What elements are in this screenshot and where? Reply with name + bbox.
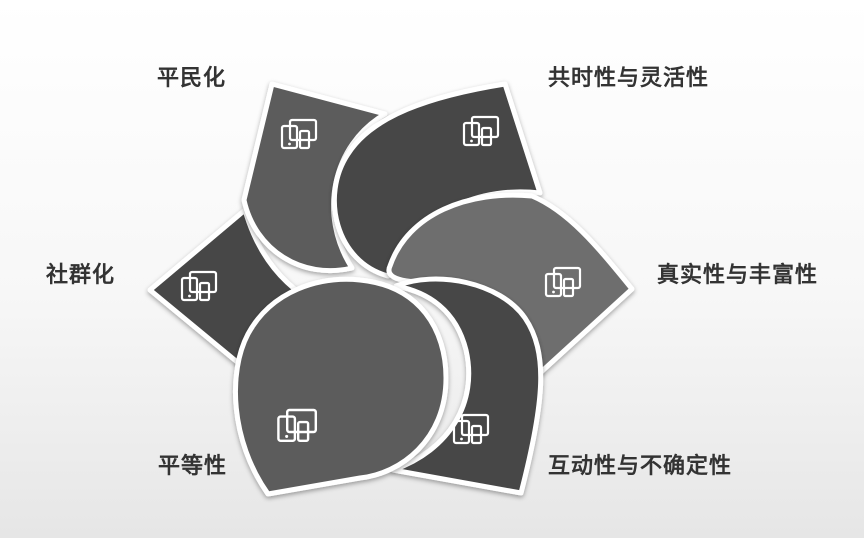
label-grassroots: 平民化 [157,66,227,91]
label-interactivity-uncertainty: 互动性与不确定性 [548,454,733,479]
label-authenticity-richness: 真实性与丰富性 [657,263,819,288]
label-community: 社群化 [46,263,116,288]
petal-bottom-right [390,276,544,496]
label-equality: 平等性 [158,454,228,479]
label-synchronicity-flexibility: 共时性与灵活性 [548,66,710,91]
